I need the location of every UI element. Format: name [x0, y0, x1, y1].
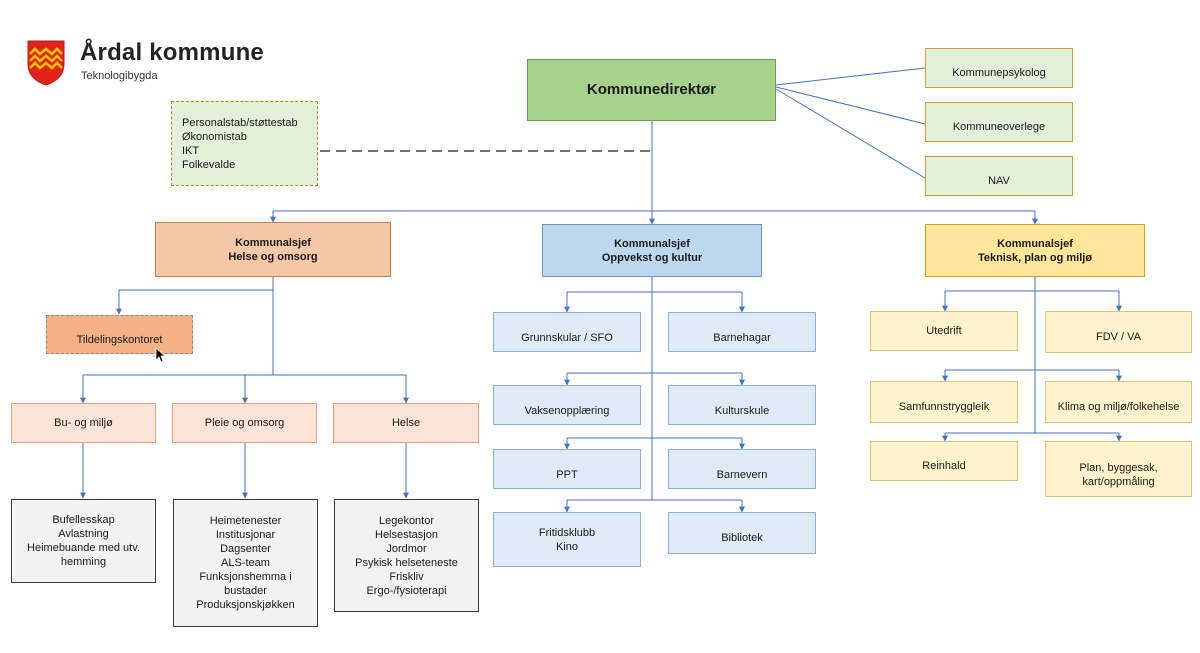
unit-label: Bibliotek — [721, 532, 763, 544]
detail-item: ALS-team — [221, 557, 270, 569]
unit-label: Kino — [555, 540, 579, 553]
side-unit-kommunepsykolog[interactable]: Kommunepsykolog — [925, 48, 1073, 88]
detail-item: hemming — [60, 556, 107, 568]
detail-item: Bufellesskap — [52, 514, 115, 526]
side-unit-label: NAV — [988, 175, 1010, 187]
director-box[interactable]: Kommunedirektør — [527, 59, 776, 121]
teknisk-head-box[interactable]: Kommunalsjef Teknisk, plan og miljø — [925, 224, 1145, 277]
head-title: Kommunalsjef — [997, 237, 1073, 250]
unit-label: Vaksenopplæring — [524, 405, 610, 417]
detail-item: Heimetenester — [209, 515, 282, 527]
detail-item: Dagsenter — [220, 543, 271, 555]
staff-item: Personalstab/støttestab — [182, 116, 298, 129]
oppvekst-head-box[interactable]: Kommunalsjef Oppvekst og kultur — [542, 224, 762, 277]
head-subtitle: Teknisk, plan og miljø — [977, 251, 1093, 264]
unit-barnehagar[interactable]: Barnehagar — [668, 312, 816, 352]
unit-klima-miljo-folkehelse[interactable]: Klima og miljø/folkehelse — [1045, 381, 1192, 423]
detail-item: Jordmor — [386, 542, 427, 555]
detail-item: Helsestasjon — [375, 528, 438, 541]
tildeling-label: Tildelingskontoret — [76, 333, 163, 346]
detail-item: Legekontor — [378, 514, 435, 527]
unit-kulturskule[interactable]: Kulturskule — [668, 385, 816, 425]
unit-label: Reinhald — [922, 460, 966, 472]
unit-pleie-og-omsorg[interactable]: Pleie og omsorg — [172, 403, 317, 443]
unit-plan-byggesak[interactable]: Plan, byggesak, kart/oppmåling — [1045, 441, 1192, 497]
head-subtitle: Oppvekst og kultur — [601, 251, 703, 264]
unit-grunnskular-sfo[interactable]: Grunnskular / SFO — [493, 312, 641, 352]
staff-item: IKT — [182, 144, 200, 157]
unit-fritidsklubb-kino[interactable]: Fritidsklubb Kino — [493, 512, 641, 567]
unit-label: Barnehagar — [713, 332, 771, 344]
unit-label: Bu- og miljø — [54, 417, 113, 429]
unit-label: Klima og miljø/folkehelse — [1057, 401, 1180, 413]
head-subtitle: Helse og omsorg — [228, 250, 318, 263]
unit-bu-og-miljo[interactable]: Bu- og miljø — [11, 403, 156, 443]
staff-item: Økonomistab — [182, 130, 247, 143]
detail-item: bustader — [224, 585, 267, 597]
coat-of-arms-icon — [27, 40, 65, 91]
unit-label: Barnevern — [716, 469, 768, 481]
side-unit-label: Kommuneoverlege — [952, 121, 1046, 133]
head-title: Kommunalsjef — [235, 236, 311, 249]
logo-subtitle: Teknologibygda — [81, 70, 158, 82]
detail-item: Psykisk helseteneste — [355, 556, 458, 569]
detail-helse[interactable]: Legekontor Helsestasjon Jordmor Psykisk … — [334, 499, 479, 612]
detail-item: Heimebuande med utv. — [27, 542, 140, 554]
unit-reinhald[interactable]: Reinhald — [870, 441, 1018, 481]
unit-label: Pleie og omsorg — [204, 417, 285, 429]
detail-item: Avlastning — [58, 528, 109, 540]
tildeling-box[interactable]: Tildelingskontoret — [46, 315, 193, 354]
unit-ppt[interactable]: PPT — [493, 449, 641, 489]
staff-box[interactable]: Personalstab/støttestab Økonomistab IKT … — [171, 101, 318, 186]
detail-pleie-og-omsorg[interactable]: Heimetenester Institusjonar Dagsenter AL… — [173, 499, 318, 627]
side-unit-kommuneoverlege[interactable]: Kommuneoverlege — [925, 102, 1073, 142]
unit-label: Plan, byggesak, — [1079, 462, 1158, 474]
staff-item: Folkevalde — [182, 158, 236, 171]
detail-bu-og-miljo[interactable]: Bufellesskap Avlastning Heimebuande med … — [11, 499, 156, 583]
director-label: Kommunedirektør — [586, 81, 717, 98]
head-title: Kommunalsjef — [614, 237, 690, 250]
detail-item: Ergo-/fysioterapi — [366, 584, 447, 597]
unit-label: Grunnskular / SFO — [521, 332, 613, 344]
detail-item: Produksjonskjøkken — [196, 599, 295, 611]
unit-helse[interactable]: Helse — [333, 403, 479, 443]
side-unit-label: Kommunepsykolog — [952, 67, 1046, 79]
unit-label: PPT — [556, 469, 578, 481]
unit-label: Kulturskule — [714, 405, 770, 417]
unit-label: FDV / VA — [1095, 331, 1142, 343]
unit-utedrift[interactable]: Utedrift — [870, 311, 1018, 351]
unit-label: Utedrift — [926, 325, 962, 337]
unit-label: Fritidsklubb — [538, 526, 596, 539]
unit-label: kart/oppmåling — [1082, 476, 1155, 488]
detail-item: Friskliv — [389, 570, 424, 583]
logo-title: Årdal kommune — [80, 39, 264, 66]
detail-item: Funksjonshemma i — [199, 571, 292, 583]
side-unit-nav[interactable]: NAV — [925, 156, 1073, 196]
unit-samfunnstryggleik[interactable]: Samfunnstryggleik — [870, 381, 1018, 423]
helse-head-box[interactable]: Kommunalsjef Helse og omsorg — [155, 222, 391, 277]
unit-vaksenopplaering[interactable]: Vaksenopplæring — [493, 385, 641, 425]
mouse-cursor-icon — [155, 347, 167, 368]
unit-fdv-va[interactable]: FDV / VA — [1045, 311, 1192, 353]
unit-label: Helse — [391, 417, 421, 429]
unit-barnevern[interactable]: Barnevern — [668, 449, 816, 489]
unit-label: Samfunnstryggleik — [898, 401, 990, 413]
unit-bibliotek[interactable]: Bibliotek — [668, 512, 816, 554]
detail-item: Institusjonar — [215, 529, 276, 541]
